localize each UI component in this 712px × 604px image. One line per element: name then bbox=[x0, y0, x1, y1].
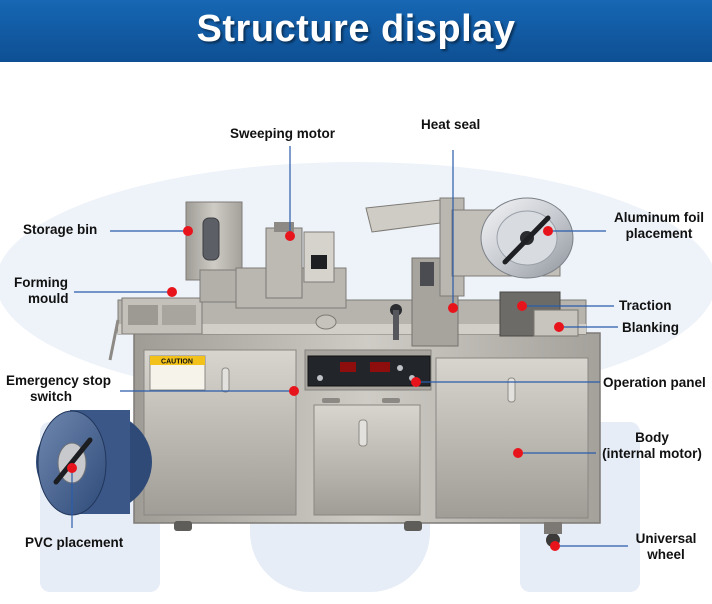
label-pvc-placement: PVC placement bbox=[25, 535, 124, 550]
marker-traction bbox=[517, 301, 527, 311]
label-emergency-line2: switch bbox=[30, 389, 73, 404]
marker-aluminum-foil bbox=[543, 226, 553, 236]
marker-forming-mould bbox=[167, 287, 177, 297]
label-forming-line2: mould bbox=[28, 291, 69, 306]
label-body-internal-motor: Body (internal motor) bbox=[596, 430, 708, 462]
label-universal-line1: Universal bbox=[635, 531, 697, 546]
marker-storage-bin bbox=[183, 226, 193, 236]
label-sweeping-motor: Sweeping motor bbox=[230, 126, 336, 141]
storage-bin-assembly bbox=[185, 201, 347, 330]
label-body-line1: Body bbox=[635, 430, 669, 445]
label-emergency-stop-switch: Emergency stop switch bbox=[6, 373, 111, 405]
marker-sweeping-motor bbox=[285, 231, 295, 241]
label-universal-line2: wheel bbox=[647, 547, 685, 562]
header-banner: Structure display bbox=[0, 0, 712, 62]
label-traction: Traction bbox=[619, 298, 672, 313]
marker-emergency-stop bbox=[289, 386, 299, 396]
marker-operation-panel bbox=[411, 377, 421, 387]
label-forming-mould: Forming mould bbox=[14, 275, 69, 307]
label-universal-wheel: Universal wheel bbox=[628, 531, 704, 563]
marker-body bbox=[513, 448, 523, 458]
label-forming-line1: Forming bbox=[14, 275, 68, 290]
page-title: Structure display bbox=[196, 8, 516, 50]
label-emergency-line1: Emergency stop bbox=[6, 373, 112, 388]
label-heat-seal: Heat seal bbox=[421, 117, 481, 132]
label-storage-bin: Storage bin bbox=[23, 222, 98, 237]
marker-universal-wheel bbox=[550, 541, 560, 551]
leader-lines bbox=[71, 146, 628, 547]
label-blanking: Blanking bbox=[622, 320, 680, 335]
label-aluminum-foil-line2: placement bbox=[625, 226, 693, 241]
label-operation-panel: Operation panel bbox=[603, 375, 706, 390]
marker-pvc bbox=[67, 463, 77, 473]
label-aluminum-foil-line1: Aluminum foil bbox=[614, 210, 704, 225]
marker-blanking bbox=[554, 322, 564, 332]
aluminum-foil-roll bbox=[480, 197, 574, 279]
markers bbox=[67, 226, 564, 551]
caution-label: CAUTION bbox=[161, 359, 193, 366]
label-body-line2: (internal motor) bbox=[602, 446, 702, 461]
marker-heat-seal bbox=[448, 303, 458, 313]
label-aluminum-foil-placement: Aluminum foil placement bbox=[608, 210, 710, 242]
